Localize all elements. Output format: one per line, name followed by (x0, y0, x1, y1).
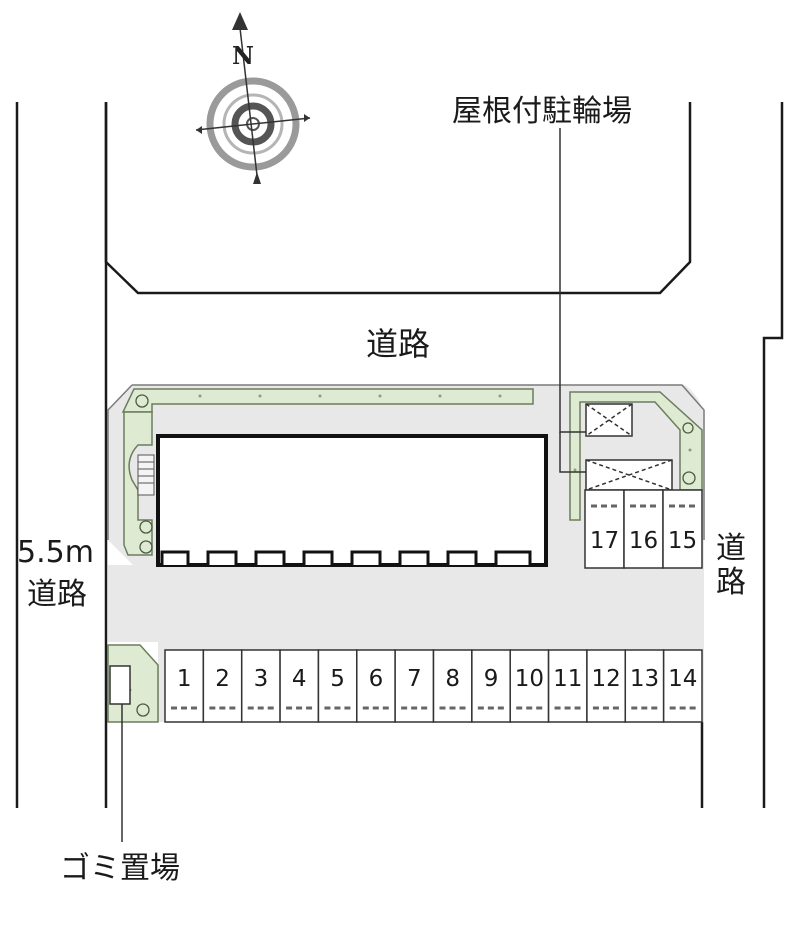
garbage-area-label: ゴミ置場 (60, 851, 180, 886)
parking-space-number: 7 (407, 666, 422, 692)
parking-space: 13 (624, 649, 665, 723)
parking-space: 12 (586, 649, 627, 723)
parking-space: 5 (317, 649, 358, 723)
building-balcony-notches (160, 550, 532, 565)
parking-space: 4 (279, 649, 320, 723)
parking-space-number: 10 (515, 666, 544, 692)
parking-space: 14 (662, 649, 703, 723)
bicycle-parking (585, 403, 673, 491)
top-road-inner-edge (104, 102, 692, 295)
entrance-stair (137, 454, 155, 496)
parking-space: 1 (164, 649, 205, 723)
parking-space-number: 16 (629, 528, 658, 554)
parking-space: 9 (471, 649, 511, 723)
parking-space-number: 8 (445, 666, 460, 692)
right-road-outer-edge (762, 102, 784, 808)
parking-space: 3 (240, 649, 281, 723)
north-label: N (232, 41, 254, 70)
road-right-label-2: 路 (716, 565, 746, 600)
road-top-label: 道路 (366, 325, 430, 363)
parking-space: 2 (202, 649, 243, 723)
parking-space: 10 (509, 649, 550, 723)
road-left-label: 道路 (27, 577, 87, 612)
planting-left-strip (123, 411, 153, 556)
parking-row-right: 17 16 15 (584, 489, 703, 569)
planting-top-strip (121, 388, 534, 413)
parking-space: 6 (356, 649, 396, 723)
parking-space: 11 (547, 649, 588, 723)
parking-space-number: 4 (292, 666, 307, 692)
parking-space-number: 13 (630, 666, 659, 692)
parking-space-number: 14 (668, 666, 697, 692)
parking-space: 16 (623, 489, 664, 569)
parking-space-number: 12 (591, 666, 620, 692)
road-right-label-1: 道 (716, 531, 746, 566)
road-left-width-label: 5.5m (17, 535, 94, 570)
compass-rose: N (195, 12, 311, 185)
planting-right-strip (569, 391, 703, 521)
tree-markers (135, 394, 696, 717)
parking-space-number: 5 (330, 666, 345, 692)
parking-space-number: 9 (484, 666, 499, 692)
parking-space-number: 6 (369, 666, 384, 692)
parking-space-number: 15 (668, 528, 697, 554)
garbage-box (109, 665, 131, 705)
planting (107, 388, 703, 723)
parking-space-number: 1 (177, 666, 192, 692)
road-edges (15, 102, 784, 808)
parking-space-number: 17 (590, 528, 619, 554)
site-lot-outline (107, 384, 705, 540)
parking-space: 15 (662, 489, 703, 569)
parking-space-number: 2 (215, 666, 230, 692)
parking-space-number: 3 (254, 666, 269, 692)
parking-space-number: 11 (553, 666, 582, 692)
parking-space: 8 (432, 649, 473, 723)
parking-space: 17 (584, 489, 625, 569)
parking-space: 7 (394, 649, 435, 723)
building-footprint (156, 434, 548, 567)
bicycle-parking-label: 屋根付駐輪場 (452, 94, 632, 129)
